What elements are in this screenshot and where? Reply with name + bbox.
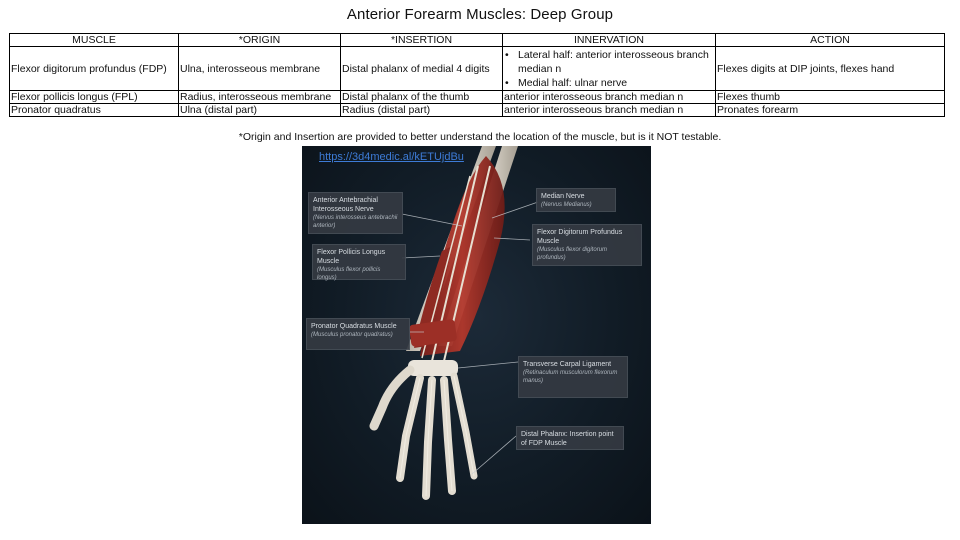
fpl-muscle: [414, 246, 452, 348]
cell-muscle: Pronator quadratus: [9, 103, 179, 117]
label-median-nerve: Median Nerve (Nervus Medianus): [536, 188, 616, 212]
cell-origin: Ulna (distal part): [178, 103, 341, 117]
label-transverse-carpal-ligament: Transverse Carpal Ligament (Retinaculum …: [518, 356, 628, 398]
pq-muscle: [409, 319, 457, 347]
hand-bones: [396, 372, 478, 500]
cell-origin: Radius, interosseous membrane: [178, 90, 341, 104]
table-row: Flexor digitorum profundus (FDP) Ulna, i…: [9, 46, 945, 91]
cell-innervation: anterior interosseous branch median n: [502, 103, 716, 117]
source-link[interactable]: https://3d4medic.al/kETUjdBu: [319, 151, 464, 163]
label-pronator-quadratus: Pronator Quadratus Muscle (Musculus pron…: [306, 318, 410, 350]
footnote: *Origin and Insertion are provided to be…: [238, 131, 722, 143]
column-header-muscle: MUSCLE: [9, 33, 179, 47]
label-flexor-digitorum-profundus: Flexor Digitorum Profundus Muscle (Muscu…: [532, 224, 642, 266]
column-header-origin: *ORIGIN: [178, 33, 341, 47]
cell-insertion: Distal phalanx of medial 4 digits: [340, 46, 503, 91]
cell-insertion: Radius (distal part): [340, 103, 503, 117]
column-header-insertion: *INSERTION: [340, 33, 503, 47]
carpal-ligament: [408, 360, 458, 376]
cell-action: Pronates forearm: [715, 103, 945, 117]
label-distal-phalanx: Distal Phalanx: Insertion point of FDP M…: [516, 426, 624, 450]
table-header-row: MUSCLE *ORIGIN *INSERTION INNERVATION AC…: [9, 33, 945, 47]
fdp-muscle: [420, 156, 505, 356]
innervation-list: Lateral half: anterior interosseous bran…: [504, 48, 714, 90]
table-row: Flexor pollicis longus (FPL) Radius, int…: [9, 90, 945, 104]
list-item: Lateral half: anterior interosseous bran…: [504, 48, 714, 76]
list-item: Medial half: ulnar nerve: [504, 76, 714, 90]
label-flexor-pollicis-longus: Flexor Pollicis Longus Muscle (Musculus …: [312, 244, 406, 281]
cell-innervation: anterior interosseous branch median n: [502, 90, 716, 104]
cell-insertion: Distal phalanx of the thumb: [340, 90, 503, 104]
page-title: Anterior Forearm Muscles: Deep Group: [346, 6, 614, 23]
forearm-drawing: [369, 146, 539, 500]
cell-action: Flexes digits at DIP joints, flexes hand: [715, 46, 945, 91]
cell-origin: Ulna, interosseous membrane: [178, 46, 341, 91]
label-anterior-interosseous-nerve: Anterior Antebrachial Interosseous Nerve…: [308, 192, 403, 234]
muscle-table: MUSCLE *ORIGIN *INSERTION INNERVATION AC…: [9, 33, 945, 117]
forearm-illustration: https://3d4medic.al/kETUjdBu Anterior An…: [302, 146, 651, 524]
cell-muscle: Flexor pollicis longus (FPL): [9, 90, 179, 104]
cell-innervation: Lateral half: anterior interosseous bran…: [502, 46, 716, 91]
column-header-innervation: INNERVATION: [502, 33, 716, 47]
cell-muscle: Flexor digitorum profundus (FDP): [9, 46, 179, 91]
cell-action: Flexes thumb: [715, 90, 945, 104]
column-header-action: ACTION: [715, 33, 945, 47]
table-row: Pronator quadratus Ulna (distal part) Ra…: [9, 103, 945, 117]
